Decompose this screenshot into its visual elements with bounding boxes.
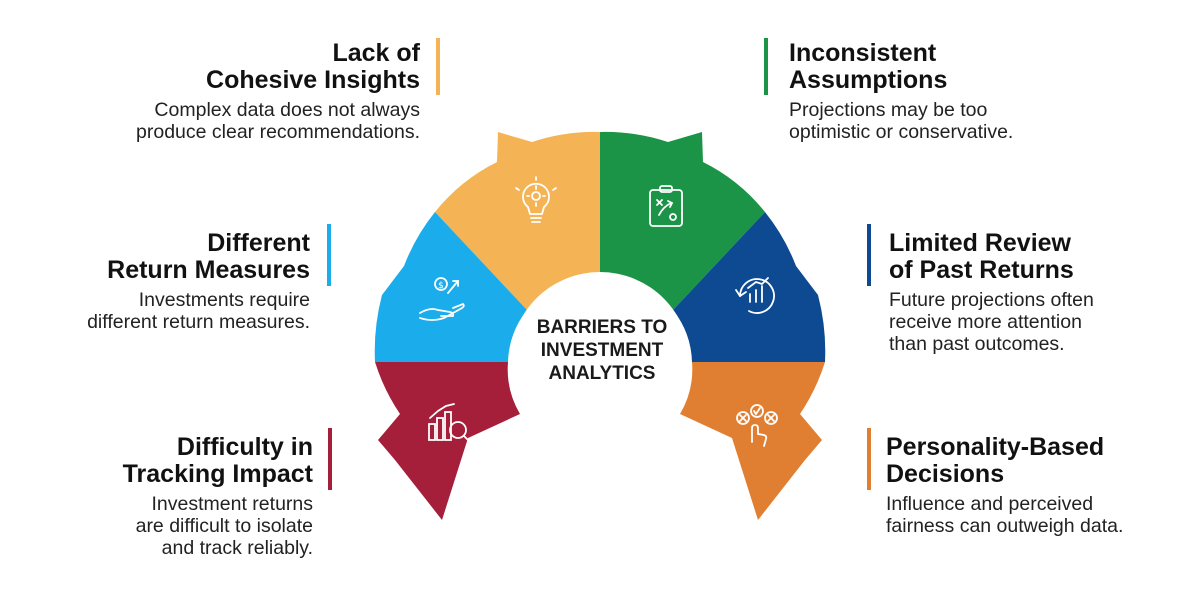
segment-cohesive [435, 131, 600, 310]
barrier-description: Influence and perceived fairness can out… [886, 493, 1124, 537]
barrier-title: Personality-Based Decisions [886, 433, 1105, 488]
accent-bar [764, 38, 768, 95]
barrier-limited-review: Limited Review of Past Returns Future pr… [867, 224, 1189, 355]
barrier-cohesive-insights: Lack of Cohesive Insights Complex data d… [40, 38, 440, 143]
clipboard-strategy-icon [649, 185, 683, 227]
barrier-different-return-measures: Different Return Measures Investments re… [10, 224, 331, 333]
barrier-personality-decisions: Personality-Based Decisions Influence an… [867, 428, 1186, 537]
accent-bar [867, 224, 871, 286]
barrier-title: Inconsistent Assumptions [789, 39, 948, 94]
barrier-title: Difficulty in Tracking Impact [122, 433, 313, 488]
growth-chart-cycle-icon [735, 277, 775, 314]
segment-return-measures [374, 212, 527, 362]
chart-magnifier-icon [428, 403, 473, 445]
barrier-inconsistent-assumptions: Inconsistent Assumptions Projections may… [764, 38, 1169, 143]
barrier-description: Investments require different return mea… [87, 289, 310, 333]
hand-decision-icon [736, 404, 778, 447]
barrier-title: Limited Review of Past Returns [889, 229, 1074, 284]
barrier-description: Future projections often receive more at… [889, 289, 1094, 355]
barrier-title: Different Return Measures [107, 229, 310, 284]
svg-text:$: $ [438, 281, 444, 291]
segment-tracking [375, 362, 520, 520]
center-title: BARRIERS TO INVESTMENT ANALYTICS [536, 317, 668, 384]
center-circle [510, 272, 690, 452]
accent-bar [867, 428, 871, 490]
accent-bar [327, 224, 331, 286]
barrier-description: Complex data does not always produce cle… [136, 99, 420, 143]
barrier-tracking-impact: Difficulty in Tracking Impact Investment… [10, 428, 332, 559]
accent-bar [436, 38, 440, 95]
hand-coins-icon: $ [419, 277, 465, 321]
barrier-description: Projections may be too optimistic or con… [789, 99, 1014, 143]
barrier-description: Investment returns are difficult to isol… [135, 493, 313, 559]
barrier-title: Lack of Cohesive Insights [206, 39, 420, 94]
lightbulb-gear-icon [515, 176, 557, 223]
accent-bar [328, 428, 332, 490]
